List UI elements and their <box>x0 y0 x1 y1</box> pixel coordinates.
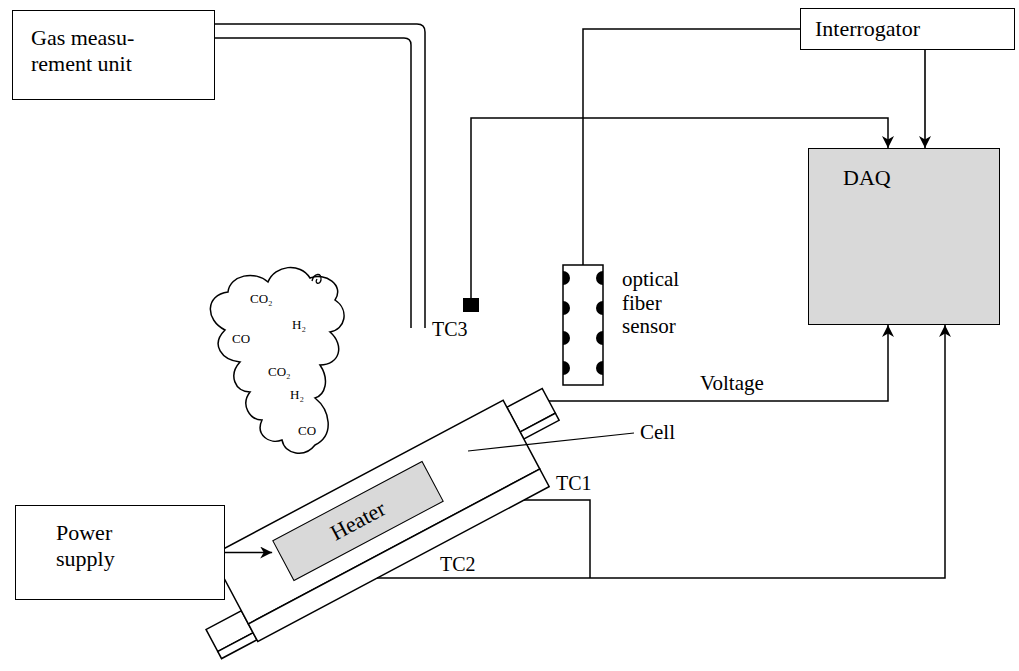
node-text: DAQ <box>843 165 993 191</box>
fiber-grating-dots <box>563 271 603 375</box>
gas-cloud <box>210 267 344 453</box>
gas-species: CO <box>232 332 250 347</box>
signal-label: TC2 <box>440 553 476 575</box>
daq-box: DAQ <box>808 148 1000 325</box>
fiber-cable <box>583 29 800 265</box>
grating-dot <box>596 331 603 345</box>
signal-wire <box>549 325 888 401</box>
node-text: Gas measu- rement unit <box>31 25 161 78</box>
grating-dot <box>596 301 603 315</box>
gas-species: CO₂ <box>250 292 273 307</box>
signal-label: TC1 <box>556 472 592 494</box>
leader-line <box>468 433 634 451</box>
part-label: Cell <box>640 421 675 445</box>
signal-wire <box>377 325 945 578</box>
instrument-box: Interrogator <box>800 8 1015 50</box>
power-supply-box: Power supply <box>15 505 225 600</box>
cell-body <box>176 381 584 660</box>
sensor-label: optical fiber sensor <box>622 268 712 339</box>
grating-dot <box>596 271 603 285</box>
gas-species: CO₂ <box>268 365 291 380</box>
grating-dot <box>563 271 570 285</box>
grating-dot <box>563 331 570 345</box>
grating-dot <box>563 301 570 315</box>
grating-dot <box>596 361 603 375</box>
cell-tab <box>520 413 559 439</box>
signal-label: Voltage <box>700 372 764 396</box>
node-text: Interrogator <box>815 16 1008 42</box>
grating-dot <box>563 361 570 375</box>
instrument-box: Gas measu- rement unit <box>12 10 215 100</box>
gas-species: H₂ <box>292 318 306 333</box>
fiber-sensor <box>563 265 603 385</box>
signal-wire <box>524 500 590 578</box>
cloud-curl <box>312 274 321 283</box>
arrow-connector <box>924 50 926 148</box>
gas-species: CO <box>298 424 316 439</box>
thermocouple-tip <box>463 298 479 312</box>
gas-species: H₂ <box>290 388 304 403</box>
sensor-label: TC3 <box>432 318 468 340</box>
cell-tab <box>218 633 257 659</box>
arrow-connector <box>225 552 272 554</box>
node-text: Power supply <box>56 520 136 573</box>
